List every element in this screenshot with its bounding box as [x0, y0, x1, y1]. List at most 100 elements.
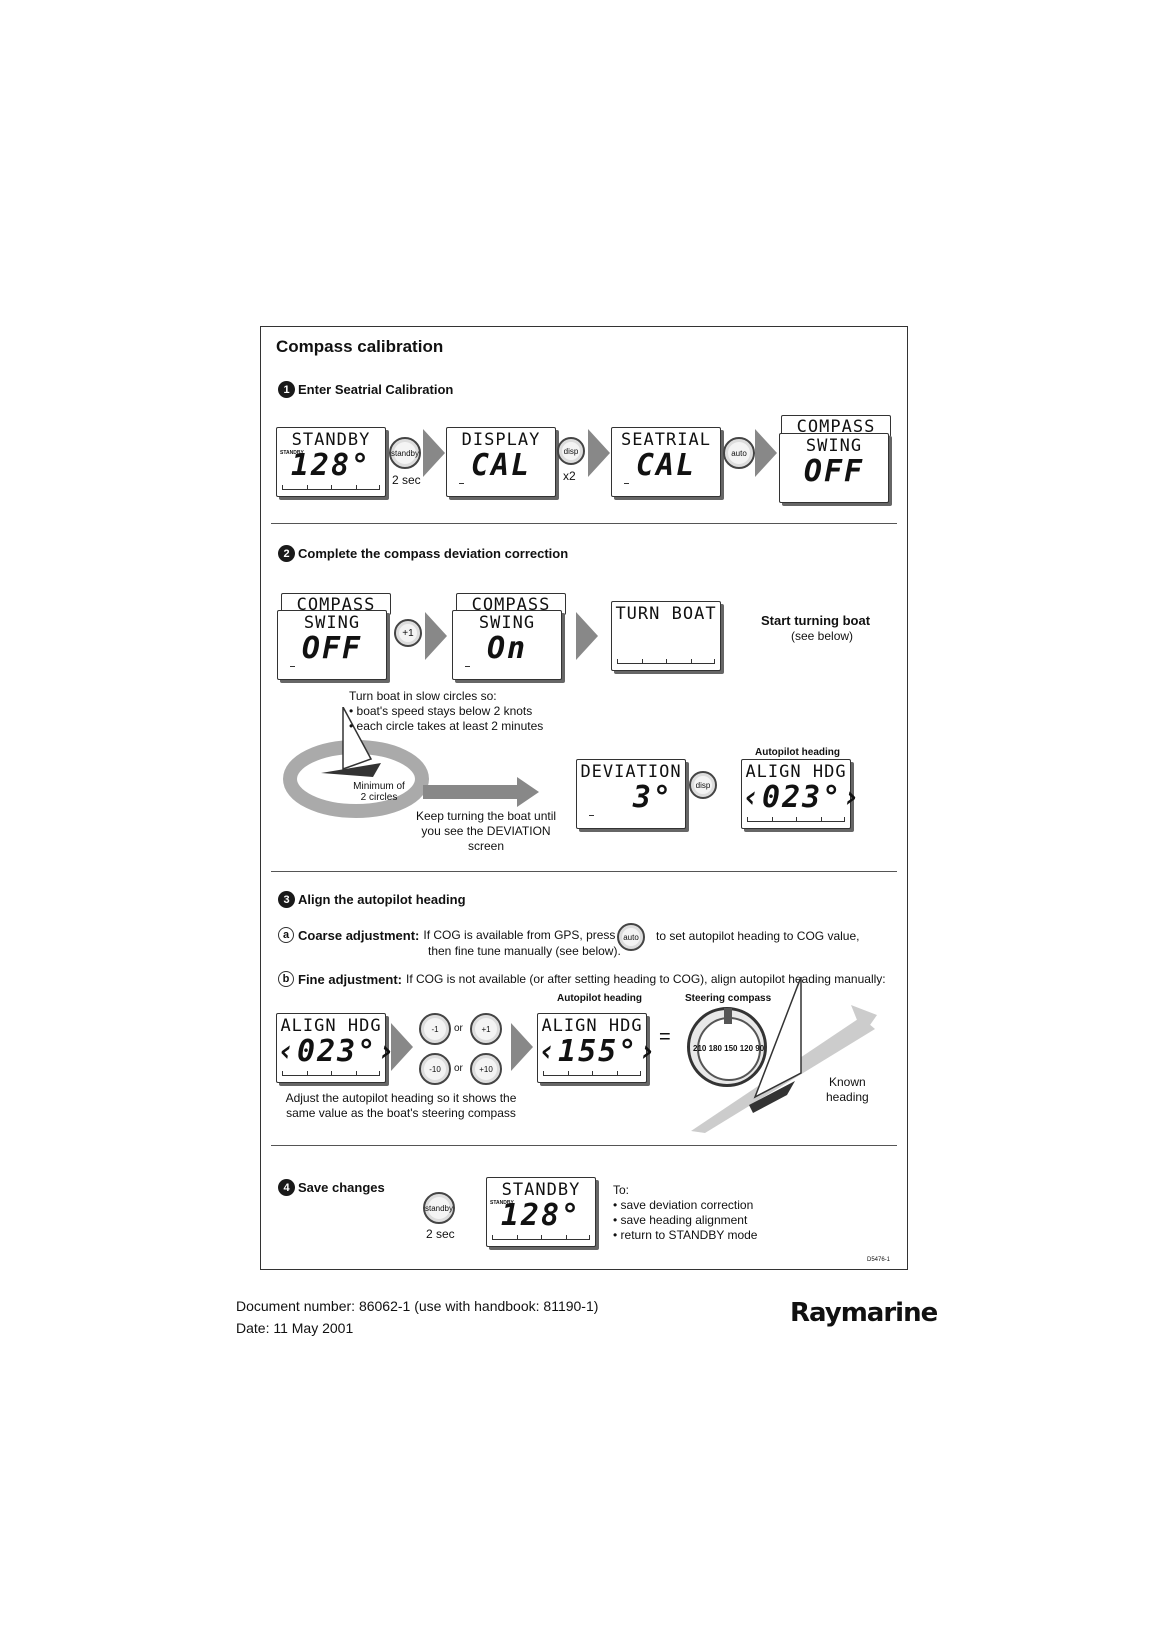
- divider: [271, 523, 897, 524]
- standby-button[interactable]: standby: [423, 1192, 455, 1224]
- coarse-text-3: then fine tune manually (see below).: [428, 944, 621, 958]
- lcd-big-text: 128°: [500, 1198, 582, 1233]
- lcd-turn-boat: TURN BOAT: [611, 601, 721, 671]
- lcd-big-text: ‹155°›: [538, 1034, 659, 1069]
- lcd-top-text: SWING: [478, 613, 536, 633]
- standby-button[interactable]: standby: [389, 437, 421, 469]
- section-2-heading: 2 Complete the compass deviation correct…: [278, 545, 568, 562]
- arrow-icon: [391, 1023, 413, 1071]
- hold-duration: 2 sec: [392, 473, 421, 487]
- plus1-button[interactable]: +1: [394, 619, 422, 647]
- fine-label: Fine adjustment:: [298, 971, 403, 987]
- or-label: or: [454, 1063, 463, 1074]
- lcd-top-text: SWING: [303, 613, 361, 633]
- dash: [290, 666, 295, 667]
- document-date: Date: 11 May 2001: [236, 1320, 354, 1336]
- arrow-icon: [425, 612, 447, 660]
- big-arrow-shaft: [423, 785, 517, 799]
- hold-duration: 2 sec: [426, 1227, 455, 1241]
- dash: [465, 666, 470, 667]
- minus10-button[interactable]: -10: [419, 1053, 451, 1085]
- arrow-icon: [755, 429, 777, 477]
- step-letter: a: [278, 927, 294, 943]
- disp-button[interactable]: disp: [689, 771, 717, 799]
- lcd-top-text: SEATRIAL: [621, 430, 711, 450]
- lcd-small-text: STANDBY: [490, 1200, 514, 1206]
- plus10-button[interactable]: +10: [470, 1053, 502, 1085]
- coarse-label: Coarse adjustment:: [298, 927, 420, 943]
- section-3-heading: 3 Align the autopilot heading: [278, 891, 466, 908]
- auto-button[interactable]: auto: [617, 923, 645, 951]
- auto-button[interactable]: auto: [723, 437, 755, 469]
- disp-button[interactable]: disp: [557, 437, 585, 465]
- calibration-card: Compass calibration 1 Enter Seatrial Cal…: [260, 326, 908, 1270]
- lcd-align-hdg: ALIGN HDG ‹023°›: [741, 759, 860, 829]
- plus1-button[interactable]: +1: [470, 1013, 502, 1045]
- lcd-swing-off: SWING OFF: [277, 610, 387, 680]
- see-below-label: (see below): [791, 629, 854, 643]
- raymarine-logo: Raymarine: [790, 1298, 938, 1328]
- lcd-big-text: OFF: [301, 631, 363, 666]
- lcd-big-text: CAL: [635, 448, 697, 483]
- start-turning-label: Start turning boat: [761, 613, 871, 628]
- rudder-scale: [282, 1068, 381, 1076]
- dash: [459, 483, 464, 484]
- arrow-icon: [517, 777, 539, 807]
- lcd-big-text: CAL: [470, 448, 532, 483]
- step-number: 4: [278, 1179, 295, 1196]
- lcd-swing-off: SWING OFF: [779, 433, 889, 503]
- lcd-top-text: ALIGN HDG: [541, 1016, 643, 1036]
- lcd-small-text: STANDBY: [280, 450, 304, 456]
- rudder-scale: [492, 1232, 591, 1240]
- lcd-big-text: 128°: [290, 448, 372, 483]
- lcd-display-cal: DISPLAY CAL: [446, 427, 556, 497]
- step-letter: b: [278, 971, 294, 987]
- rudder-scale: [543, 1068, 642, 1076]
- lcd-top-text: ALIGN HDG: [745, 762, 847, 782]
- minus1-button[interactable]: -1: [419, 1013, 451, 1045]
- lcd-top-text: DEVIATION: [580, 762, 682, 782]
- turn-instructions: Turn boat in slow circles so: • boat's s…: [349, 689, 544, 733]
- autopilot-heading-label: Autopilot heading: [557, 993, 642, 1004]
- coarse-text-2: to set autopilot heading to COG value,: [656, 929, 860, 943]
- arrow-icon: [576, 612, 598, 660]
- document-number: Document number: 86062-1 (use with handb…: [236, 1298, 599, 1314]
- page-title: Compass calibration: [276, 337, 444, 356]
- lcd-top-text: STANDBY: [501, 1180, 581, 1200]
- compass-ticks: 210 180 150 120 90: [693, 1044, 765, 1053]
- lcd-top-text: COMPASS: [796, 417, 876, 437]
- arrow-icon: [588, 429, 610, 477]
- rudder-scale: [617, 656, 716, 664]
- section-label: Complete the compass deviation correctio…: [298, 546, 569, 561]
- rudder-scale: [282, 482, 381, 490]
- sailboat-heading-icon: [691, 977, 877, 1133]
- section-label: Align the autopilot heading: [298, 892, 466, 907]
- lcd-big-text: 3°: [632, 780, 673, 815]
- or-label: or: [454, 1023, 463, 1034]
- autopilot-heading-label: Autopilot heading: [755, 747, 840, 758]
- lcd-align-hdg: ALIGN HDG ‹023°›: [276, 1013, 395, 1083]
- step-number: 1: [278, 381, 295, 398]
- lcd-top-text: DISPLAY: [461, 430, 541, 450]
- fine-text: If COG is not available (or after settin…: [406, 971, 886, 986]
- lcd-big-text: On: [486, 631, 528, 666]
- lcd-top-text: TURN BOAT: [615, 604, 717, 624]
- section-label: Enter Seatrial Calibration: [298, 382, 454, 397]
- lcd-align-hdg-155: ALIGN HDG ‹155°›: [537, 1013, 659, 1083]
- adjust-instructions: Adjust the autopilot heading so it shows…: [285, 1091, 517, 1120]
- arrow-icon: [423, 429, 445, 477]
- lcd-standby: STANDBY STANDBY 128°: [486, 1177, 596, 1247]
- lcd-top-text: STANDBY: [291, 430, 371, 450]
- reference-code: D5476-1: [867, 1257, 891, 1263]
- coarse-text: If COG is available from GPS, press: [423, 927, 616, 942]
- turn-circle-icon: [283, 707, 429, 818]
- fine-adjustment: b Fine adjustment: If COG is not availab…: [278, 971, 886, 987]
- section-4-heading: 4 Save changes: [278, 1179, 385, 1196]
- equals-sign: =: [659, 1026, 671, 1048]
- lcd-deviation: DEVIATION 3°: [576, 759, 686, 829]
- lcd-big-text: OFF: [803, 454, 865, 489]
- lcd-top-text: ALIGN HDG: [280, 1016, 382, 1036]
